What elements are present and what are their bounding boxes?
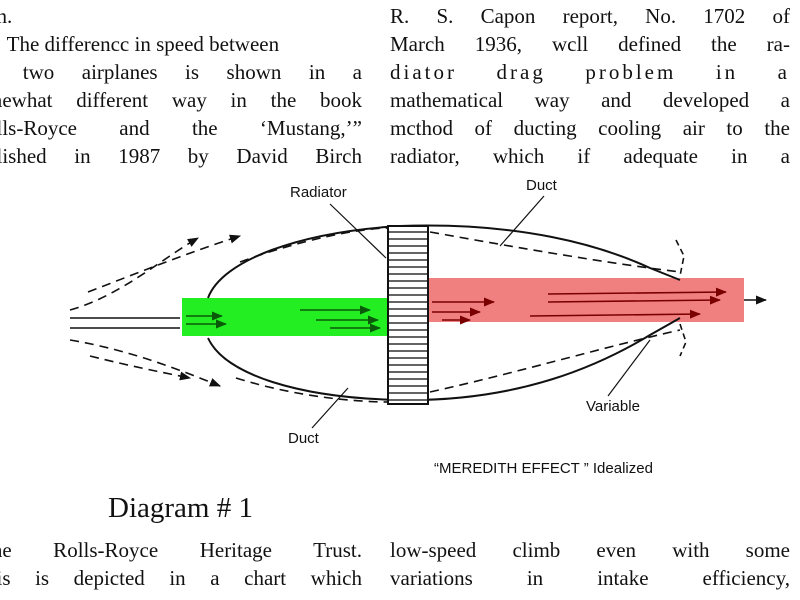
duct-inner-top-dashed	[429, 231, 681, 273]
text-line: ph.	[0, 4, 13, 28]
text-line: mewhat different way in the book	[0, 88, 362, 112]
duct-bottom-label: Duct	[288, 430, 319, 447]
text-line: mcthod of ducting cooling air to the	[390, 116, 790, 140]
text-line: the Rolls-Royce Heritage Trust.	[0, 538, 362, 562]
external-flow-arrow-bottom-2	[89, 355, 192, 381]
duct-top-label: Duct	[526, 177, 557, 194]
variable-leader-line	[607, 339, 651, 397]
text-column-top-right: R. S. Capon report, No. 1702 of March 19…	[390, 2, 790, 170]
variable-label: Variable	[586, 398, 640, 415]
inlet-airflow-highlight	[182, 298, 388, 336]
text-line: March 1936, wcll defined the ra-	[390, 32, 790, 56]
external-flow-arrow-top-2	[87, 234, 242, 293]
diagram-caption: Diagram # 1	[108, 492, 253, 524]
exhaust-arrow	[529, 309, 702, 319]
text-line: variations in intake efficiency,	[390, 566, 790, 590]
duct-bottom-leader-line	[311, 387, 349, 429]
text-line: R. S. Capon report, No. 1702 of	[390, 4, 790, 28]
text-column-top-left: ph. The differencc in speed between e tw…	[0, 2, 362, 170]
duct-upper-dashed	[239, 227, 391, 263]
external-flow-arrow-bottom-1	[69, 339, 222, 387]
text-line: radiator, which if adequate in a	[390, 144, 790, 168]
text-column-bottom-right: low-speed climb even with some variation…	[390, 536, 790, 592]
variable-flap-bottom	[679, 323, 687, 357]
radiator-leader-line	[329, 203, 387, 259]
text-line: blished in 1987 by David Birch	[0, 144, 362, 168]
duct-lower-dashed	[235, 377, 391, 403]
text-column-bottom-left: the Rolls-Royce Heritage Trust. his is d…	[0, 536, 362, 592]
radiator-label: Radiator	[290, 184, 347, 201]
text-line: e two airplanes is shown in a	[0, 60, 362, 84]
text-line: The differencc in speed between	[0, 32, 280, 56]
text-line: low-speed climb even with some	[390, 538, 790, 562]
text-line: his is depicted in a chart which	[0, 566, 362, 590]
exhaust-arrow	[547, 287, 728, 297]
duct-inner-bottom-dashed	[429, 329, 681, 393]
duct-top-leader-line	[499, 195, 545, 247]
meredith-effect-label: “MEREDITH EFFECT ” Idealized	[434, 460, 653, 477]
text-line: mathematical way and developed a	[390, 88, 790, 112]
external-flow-arrow-top-1	[69, 237, 199, 311]
radiator-core	[387, 225, 429, 405]
variable-flap-top	[675, 239, 685, 277]
exhaust-arrow	[547, 295, 722, 305]
text-line: olls-Royce and the ‘Mustang,’”	[0, 116, 362, 140]
text-line: diator drag problem in a	[390, 60, 790, 84]
